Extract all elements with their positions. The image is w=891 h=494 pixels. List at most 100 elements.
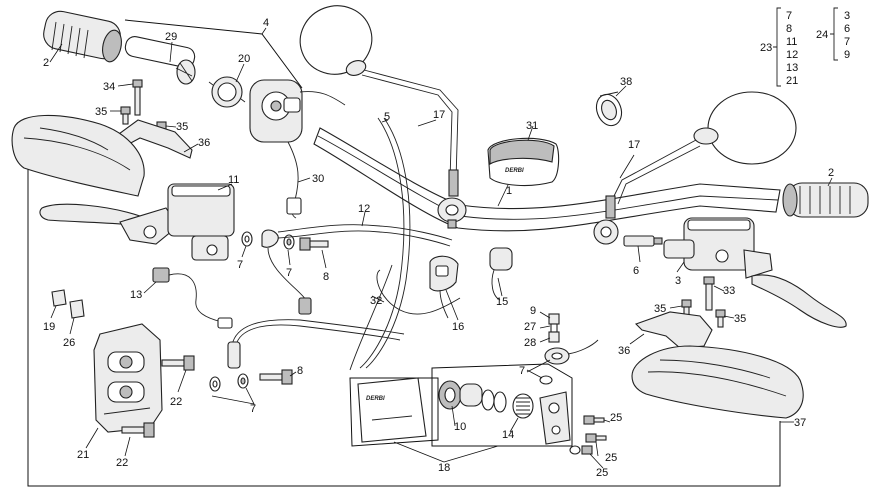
callout-1: 1	[506, 185, 512, 197]
callout-15: 15	[496, 296, 508, 308]
callout-9: 9	[530, 305, 536, 317]
screw-25-b	[585, 433, 607, 443]
repair-bag: DERBI	[357, 377, 427, 443]
kit-23-label: 23	[760, 42, 772, 54]
callout-4: 4	[263, 17, 269, 29]
callout-35-c: 35	[654, 303, 666, 315]
kit-23-item: 8	[786, 23, 792, 35]
brake-caliper	[93, 323, 163, 433]
callout-27: 27	[524, 321, 536, 333]
callout-10: 10	[454, 421, 466, 433]
fitting-9	[548, 313, 560, 343]
kit-bracket-24	[830, 7, 838, 61]
banjo-bolt-8-lower	[259, 369, 293, 385]
callout-26: 26	[63, 337, 75, 349]
kit-23-item: 11	[786, 36, 797, 48]
washers-bottom	[209, 373, 249, 392]
left-grip	[43, 10, 122, 63]
throttle-cam	[208, 76, 246, 108]
cable-32	[349, 264, 393, 371]
kit-24-item: 3	[844, 10, 850, 22]
throttle-tube	[124, 36, 196, 85]
kit-23-item: 7	[786, 10, 792, 22]
caliper-bolt-22-lower	[121, 422, 155, 438]
callout-14: 14	[502, 429, 514, 441]
brake-switch-left	[152, 267, 233, 329]
callout-33: 33	[723, 285, 735, 297]
brake-switch-6	[623, 235, 663, 247]
callout-29: 29	[165, 31, 177, 43]
pad-logo: DERBI	[505, 168, 524, 174]
throttle-cable-upper	[299, 91, 346, 106]
callout-22-lower: 22	[116, 457, 128, 469]
pad-spring-26	[69, 299, 85, 319]
guard-bracket-right	[634, 311, 713, 349]
callout-5: 5	[384, 111, 390, 123]
hose-fitting-lower	[227, 341, 241, 369]
kit-23-item: 21	[786, 75, 798, 87]
callout-8-upper: 8	[323, 271, 329, 283]
brake-switch-connector	[298, 297, 312, 315]
handlebar	[313, 127, 781, 232]
callout-19: 19	[43, 321, 55, 333]
master-cylinder-right	[663, 217, 773, 279]
callout-35-d: 35	[734, 313, 746, 325]
banjo-right	[539, 339, 599, 385]
kit-24-item: 9	[844, 49, 850, 61]
mirror-clamp-left	[437, 197, 467, 229]
hand-guard-left	[11, 114, 145, 197]
mirror-clamp-right	[593, 219, 619, 245]
callout-25-c: 25	[596, 467, 608, 479]
callout-3: 3	[675, 275, 681, 287]
bolt-35-left	[120, 106, 131, 125]
brake-switch-wire	[267, 247, 307, 301]
callout-17-right: 17	[628, 139, 640, 151]
screw-25-a	[583, 415, 605, 425]
washers-left	[241, 231, 295, 250]
callout-21: 21	[77, 449, 89, 461]
throttle-cable-connector	[286, 197, 302, 215]
callout-8-lower: 8	[297, 365, 303, 377]
callout-18: 18	[438, 462, 450, 474]
main-frame-37	[27, 165, 781, 487]
callout-34: 34	[103, 81, 115, 93]
callout-28: 28	[524, 337, 536, 349]
kit-24-item: 6	[844, 23, 850, 35]
callout-36-left: 36	[198, 137, 210, 149]
callout-31: 31	[526, 120, 538, 132]
bar-pad: DERBI	[487, 137, 560, 186]
kit-list-24: 24 3 6 7 9	[816, 10, 850, 61]
callout-7-b: 7	[286, 267, 292, 279]
callout-11: 11	[228, 174, 239, 186]
brake-lever-right	[751, 274, 847, 328]
kit-bracket-23	[773, 7, 781, 87]
callout-2-left: 2	[43, 57, 49, 69]
right-grip	[782, 182, 869, 218]
callout-25-b: 25	[605, 452, 617, 464]
bolt-35-right-b	[715, 309, 726, 328]
switch-16	[429, 255, 459, 319]
callout-35-b: 35	[176, 121, 188, 133]
cable-5	[359, 117, 405, 369]
callout-37: 37	[794, 417, 806, 429]
callout-7-d: 7	[519, 365, 525, 377]
screw-25-c	[569, 445, 593, 455]
kit-23-item: 13	[786, 62, 798, 74]
mirror-left	[299, 5, 459, 197]
brake-hose-lower	[235, 324, 401, 346]
callout-labels: 2 4 29 20 34 35 35 36 11 30 12 7 7 8 13 …	[43, 17, 834, 479]
spring-14	[512, 393, 534, 419]
bag-logo: DERBI	[366, 396, 385, 402]
brake-lever-left	[39, 203, 143, 227]
group-frame-18b	[431, 363, 573, 447]
callout-17-left: 17	[433, 109, 445, 121]
callout-36-right: 36	[618, 345, 630, 357]
callout-6: 6	[633, 265, 639, 277]
kit-24-label: 24	[816, 29, 828, 41]
callout-13: 13	[130, 289, 142, 301]
group-frame-18a	[349, 377, 439, 447]
kit-23-item: 12	[786, 49, 798, 61]
callout-7-c: 7	[250, 403, 256, 415]
